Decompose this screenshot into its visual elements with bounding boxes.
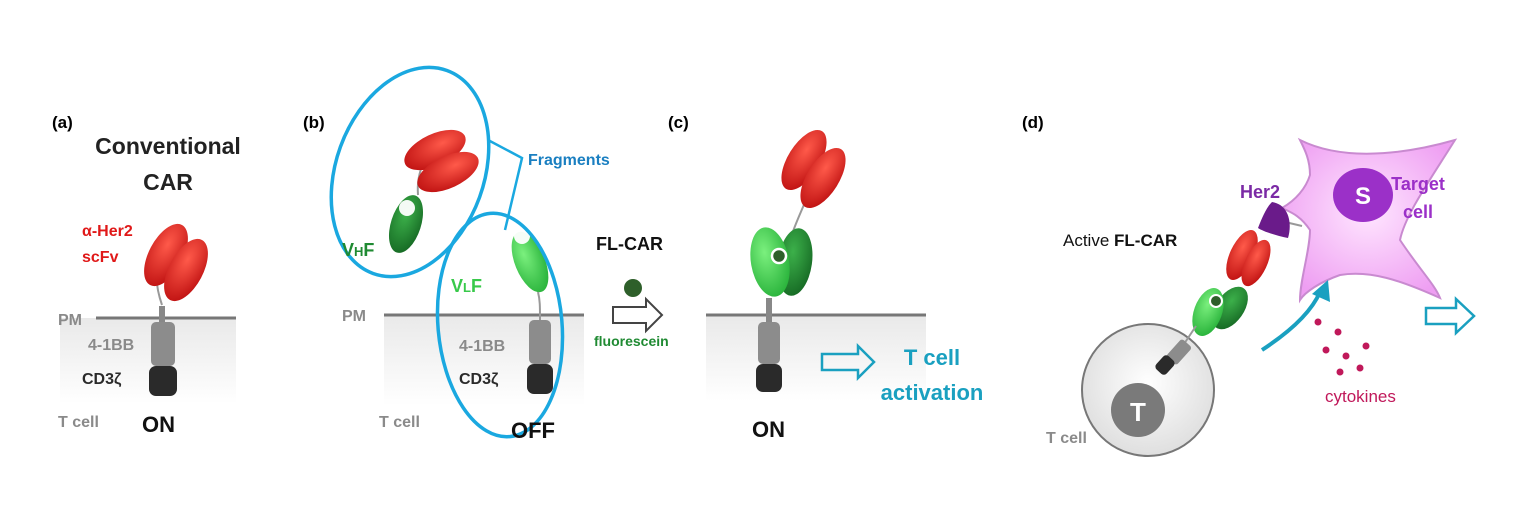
- state-on-label: ON: [142, 412, 175, 437]
- panel-a-label: (a): [52, 113, 73, 132]
- scfv-domain-1: [144, 223, 188, 287]
- label-cd3z: CD3ζ: [459, 371, 499, 388]
- domain-cd3z: [527, 364, 553, 394]
- scfv-domain-1: [781, 129, 827, 191]
- cytokines-label: cytokines: [1325, 387, 1396, 406]
- car-stalk: [159, 306, 165, 322]
- panel-c: (c) T cell activation ON: [668, 113, 983, 442]
- panel-b-label: (b): [303, 113, 325, 132]
- state-on-label: ON: [752, 417, 785, 442]
- domain-cd3z: [1155, 355, 1175, 375]
- cytokine: [1342, 352, 1350, 360]
- panel-a-title-line1: Conventional: [95, 133, 241, 159]
- cytokine: [1314, 318, 1322, 326]
- flcar-label: FL-CAR: [596, 234, 663, 254]
- vh-scfv-domain-1: [404, 129, 466, 171]
- her2-receptor: [1258, 202, 1290, 238]
- fragments-label: Fragments: [528, 152, 610, 169]
- scfv-domain-2: [800, 147, 846, 209]
- fluorescein-label: fluorescein: [594, 333, 669, 349]
- fragments-connector: [487, 138, 524, 231]
- secretion-arrowhead: [1312, 280, 1330, 302]
- activation-arrow: [820, 342, 876, 382]
- cytokine: [1334, 328, 1342, 336]
- target-nucleus-label: S: [1355, 183, 1371, 210]
- pm-label: PM: [342, 308, 366, 325]
- domain-41bb: [151, 322, 175, 366]
- label-41bb: 4-1BB: [88, 337, 134, 354]
- cytoplasm-shade: [706, 315, 926, 401]
- cytoplasm-shade: [60, 318, 236, 404]
- her2-label: Her2: [1240, 182, 1280, 202]
- panel-d: (d) S Target cell Her2 Active FL-CAR T T…: [1022, 113, 1476, 457]
- vh-scfv-domain-2: [417, 151, 479, 193]
- cytokine: [1322, 346, 1330, 354]
- car-stalk: [1183, 325, 1197, 345]
- panel-a: (a) Conventional CAR α-Her2 scFv PM 4-1B…: [52, 113, 241, 437]
- panel-a-scfv-line2: scFv: [82, 249, 119, 266]
- scfv-domain-2: [164, 238, 208, 302]
- bound-fluorescein: [770, 247, 788, 265]
- activation-label-line2: activation: [881, 380, 984, 405]
- state-off-label: OFF: [511, 418, 555, 443]
- domain-41bb: [529, 320, 551, 364]
- panel-b: (b) PM Fragments VHF VLF 4-1BB CD3ζ T ce…: [303, 65, 669, 443]
- secretion-arrow: [1260, 291, 1322, 352]
- vl-linker: [537, 291, 541, 321]
- t-cell-nucleus-label: T: [1130, 397, 1146, 427]
- target-label-line2: cell: [1403, 202, 1433, 222]
- outcome-arrow: [1424, 296, 1476, 336]
- activation-label-line1: T cell: [904, 345, 960, 370]
- domain-cd3z: [149, 366, 177, 396]
- vlf-label: VLF: [451, 276, 482, 296]
- vhf-label: VHF: [342, 240, 374, 260]
- fluorescein-molecule: [624, 279, 642, 297]
- t-cell-label: T cell: [58, 414, 99, 431]
- domain-41bb: [758, 322, 780, 364]
- car-stalk: [766, 298, 772, 322]
- vlf-domain: [750, 227, 790, 297]
- label-cd3z: CD3ζ: [82, 371, 122, 388]
- pm-label: PM: [58, 312, 82, 329]
- vlf-domain: [511, 231, 549, 293]
- cytokine: [1362, 342, 1370, 350]
- scfv-domain-1: [1226, 230, 1258, 280]
- scfv-domain-2: [1241, 239, 1271, 287]
- panel-a-scfv-line1: α-Her2: [82, 223, 133, 240]
- t-cell-nucleus: [1111, 383, 1165, 437]
- transition-arrow-b-to-c: [612, 296, 664, 334]
- vlf-binding-pocket: [514, 228, 530, 244]
- bound-fluorescein: [1209, 294, 1223, 308]
- domain-cd3z: [756, 364, 782, 392]
- vlf-fragment-outline: [435, 211, 565, 439]
- domain-41bb: [1167, 339, 1191, 365]
- cytokine: [1336, 368, 1344, 376]
- target-cell-nucleus: [1333, 168, 1393, 222]
- vhf-binding-pocket: [399, 200, 415, 216]
- t-cell-label: T cell: [1046, 430, 1087, 447]
- panel-d-label: (d): [1022, 113, 1044, 132]
- label-41bb: 4-1BB: [459, 338, 505, 355]
- active-flcar-label: Active FL-CAR: [1063, 231, 1177, 250]
- panel-c-label: (c): [668, 113, 689, 132]
- panel-a-title-line2: CAR: [143, 169, 193, 195]
- t-cell-label: T cell: [379, 414, 420, 431]
- cytokine: [1356, 364, 1364, 372]
- vhf-fragment-outline: [329, 65, 491, 279]
- target-label-line1: Target: [1391, 174, 1445, 194]
